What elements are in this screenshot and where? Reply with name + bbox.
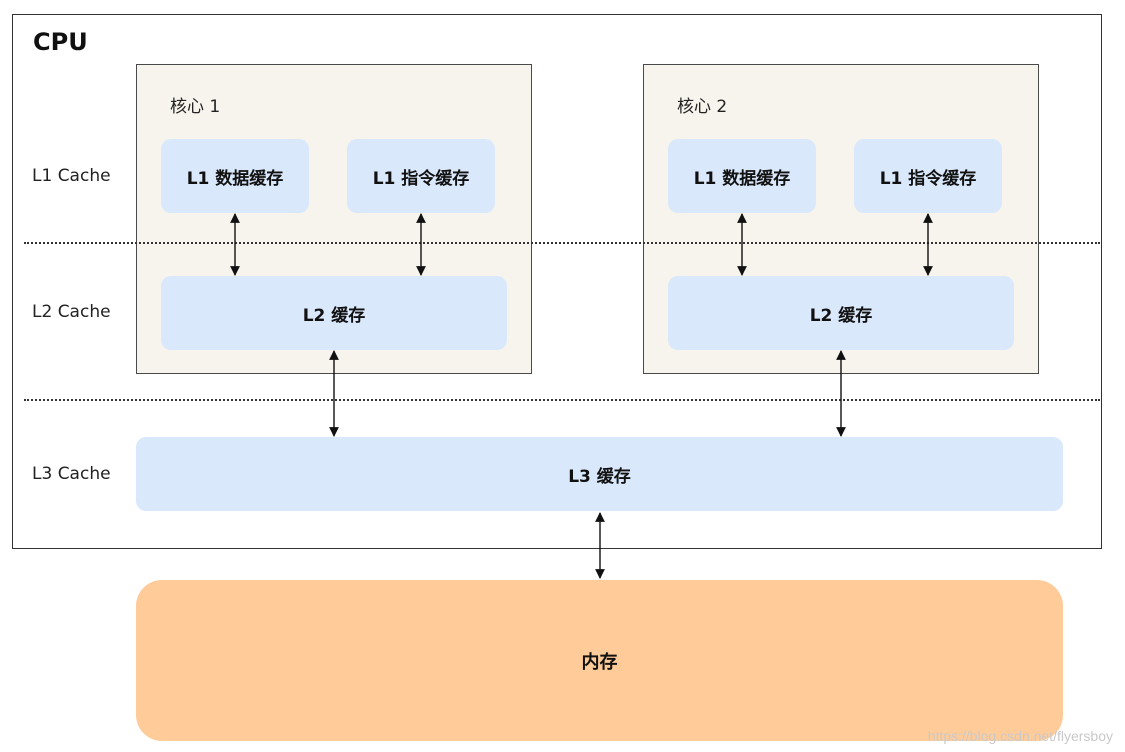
core-1-l2-cache: L2 缓存 [161,276,507,350]
cpu-title: CPU [33,28,88,56]
level-label-l1: L1 Cache [32,166,111,186]
level-label-l3: L3 Cache [32,464,111,484]
core-2-l1-data-cache: L1 数据缓存 [668,139,816,213]
l1-l2-separator [24,242,1100,244]
watermark-text: https://blog.csdn.net/flyersboy [927,728,1113,744]
core-2-l1-instruction-cache: L1 指令缓存 [854,139,1002,213]
l3-cache: L3 缓存 [136,437,1063,511]
level-label-l2: L2 Cache [32,302,111,322]
core-1-l1-instruction-cache: L1 指令缓存 [347,139,495,213]
l2-l3-separator [24,399,1100,401]
memory-block: 内存 [136,580,1063,741]
core-1-title: 核心 1 [170,97,221,117]
core-1-l1-data-cache: L1 数据缓存 [161,139,309,213]
core-2-title: 核心 2 [677,97,728,117]
core-2-l2-cache: L2 缓存 [668,276,1014,350]
